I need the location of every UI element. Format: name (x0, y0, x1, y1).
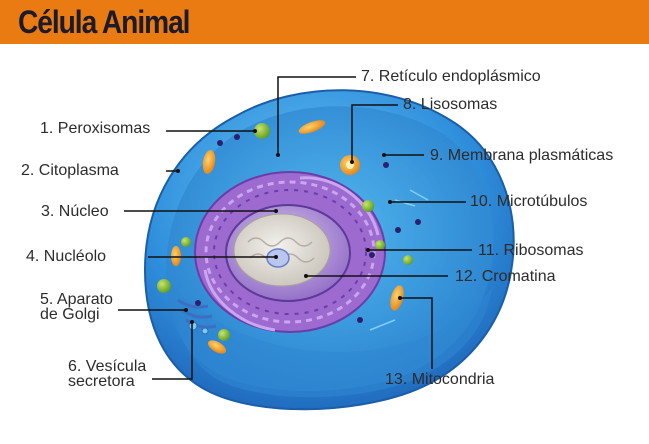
label-nucleolo: 4. Nucléolo (26, 248, 107, 265)
label-nucleo: 3. Núcleo (41, 203, 109, 220)
label-cromatina: 12. Cromatina (455, 268, 556, 285)
leader-dots (176, 129, 402, 324)
nucleolus (266, 248, 290, 268)
golgi-apparatus (177, 298, 217, 329)
peroxisomes (157, 123, 413, 341)
label-mitocondria: 13. Mitocondria (385, 371, 495, 388)
leader-lines (118, 76, 472, 380)
label-peroxisomas: 1. Peroxisomas (40, 120, 151, 137)
label-reticulo: 7. Retículo endoplásmico (361, 68, 541, 85)
label-lisosomas: 8. Lisosomas (403, 96, 498, 113)
label-citoplasma: 2. Citoplasma (21, 162, 119, 179)
title-bar: Célula Animal (0, 0, 649, 44)
label-golgi: 5. Aparato de Golgi (40, 291, 113, 323)
label-microtubulos: 10. Microtúbulos (470, 193, 588, 210)
label-membrana: 9. Membrana plasmáticas (430, 147, 614, 164)
microtubules (369, 189, 429, 331)
lysosomes (340, 155, 360, 175)
cell-diagram (118, 76, 515, 411)
secretory-vesicles (188, 321, 209, 335)
label-vesicula: 6. Vesícula secretora (68, 358, 147, 390)
label-ribosomas: 11. Ribosomas (478, 242, 584, 259)
ribosomes (195, 134, 421, 323)
mitochondria (171, 120, 404, 354)
cell-cutaway (170, 282, 492, 398)
page-title: Célula Animal (18, 4, 191, 40)
